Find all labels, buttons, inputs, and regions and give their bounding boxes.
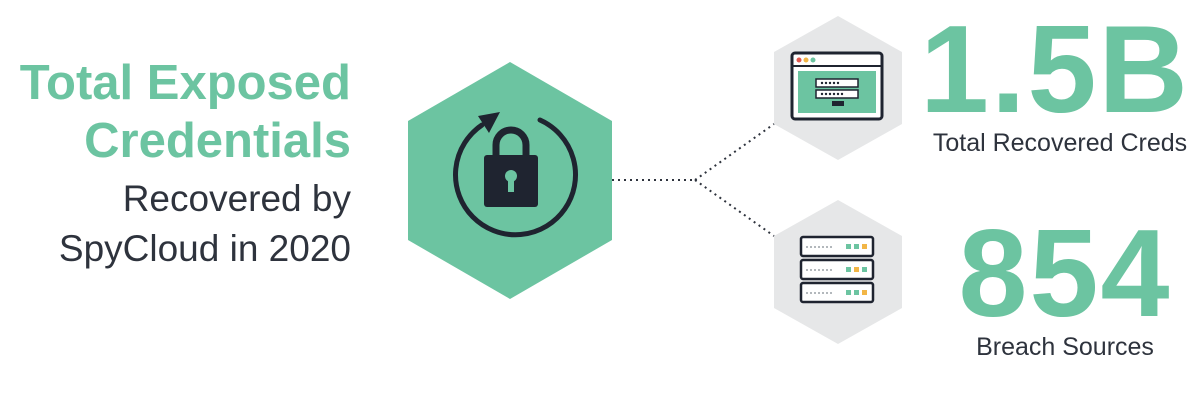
connector-top <box>694 123 775 181</box>
headline-line-3: Recovered by <box>122 178 351 219</box>
central-hexagon <box>408 62 612 299</box>
headline-line-1: Total Exposed <box>19 56 351 110</box>
headline: Total Exposed Credentials Recovered by S… <box>20 54 351 274</box>
lock-refresh-icon <box>453 112 578 238</box>
stat-breach-sources-label: Breach Sources <box>976 333 1154 361</box>
stat-total-creds-label: Total Recovered Creds <box>932 129 1188 157</box>
stat-breach-sources-value: 854 <box>958 205 1172 343</box>
server-hexagon <box>774 200 902 344</box>
server-stack-icon <box>799 235 875 304</box>
browser-hexagon <box>774 16 902 160</box>
headline-line-4: SpyCloud in 2020 <box>58 228 351 269</box>
connector-lines <box>612 123 775 237</box>
connector-bottom <box>694 179 775 237</box>
stat-total-creds-value: 1.5B <box>920 1 1190 139</box>
headline-line-2: Credentials <box>84 114 351 168</box>
browser-login-icon <box>790 51 884 121</box>
